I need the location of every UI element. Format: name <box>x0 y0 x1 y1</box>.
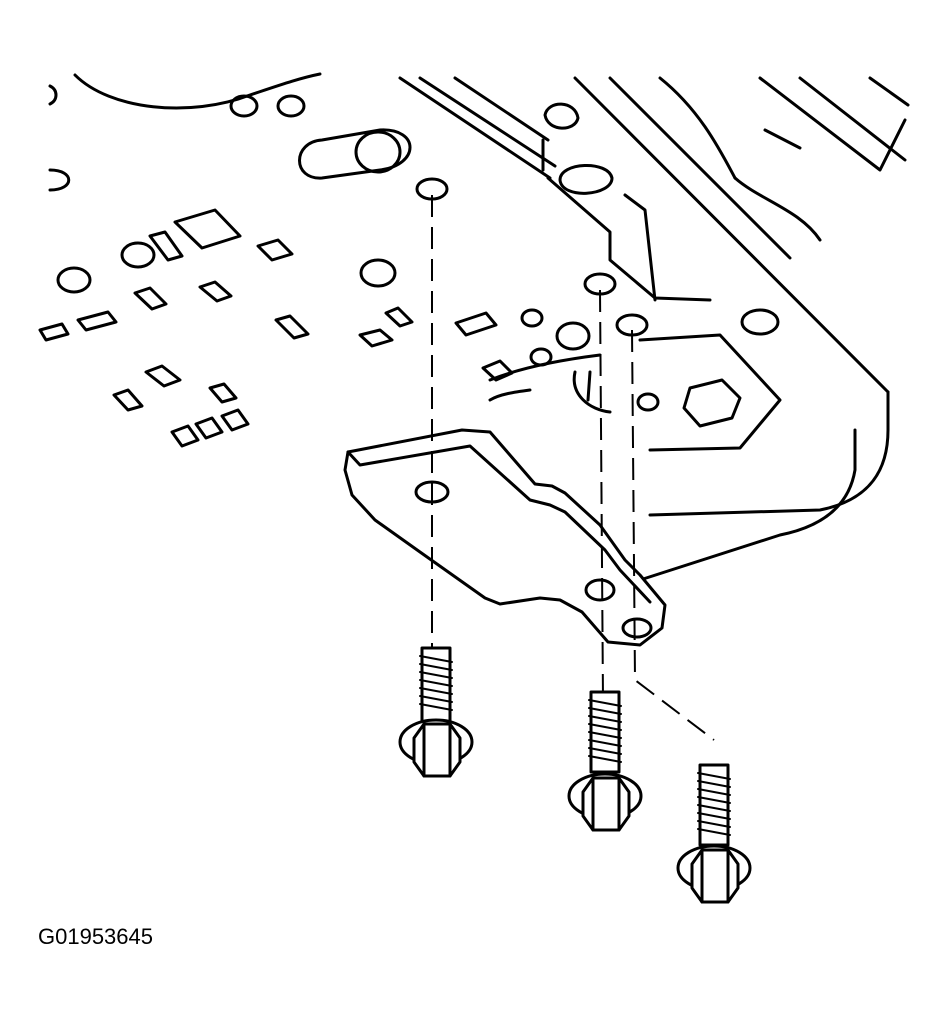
bolt-2 <box>567 690 643 832</box>
valve-body-plate <box>38 72 591 448</box>
bolt-3 <box>676 763 752 904</box>
figure-code: G01953645 <box>38 924 153 949</box>
alignment-lines <box>431 195 715 741</box>
bracket <box>343 428 667 647</box>
case-bolt-holes <box>415 177 649 337</box>
mounting-boss <box>488 333 782 452</box>
bolt-1 <box>398 646 474 778</box>
transmission-case <box>398 76 910 582</box>
